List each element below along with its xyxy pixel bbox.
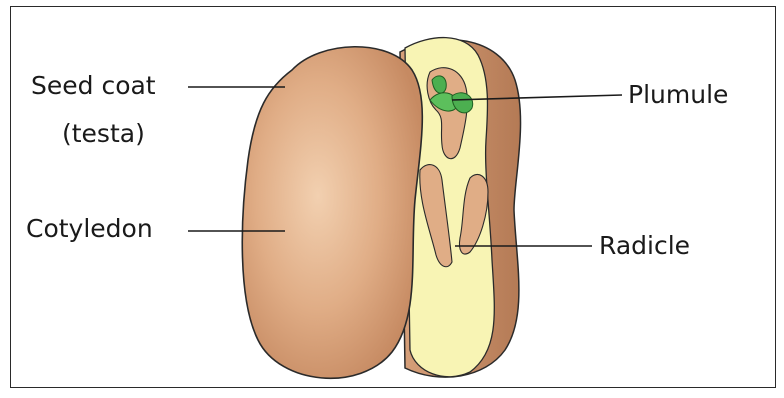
seed-coat-left: [242, 47, 422, 379]
cotyledon-label: Cotyledon: [26, 216, 153, 241]
plumule-label: Plumule: [628, 82, 728, 107]
seed-coat-label: Seed coat: [31, 73, 156, 98]
radicle-label: Radicle: [599, 233, 690, 258]
testa-label: (testa): [62, 121, 145, 146]
